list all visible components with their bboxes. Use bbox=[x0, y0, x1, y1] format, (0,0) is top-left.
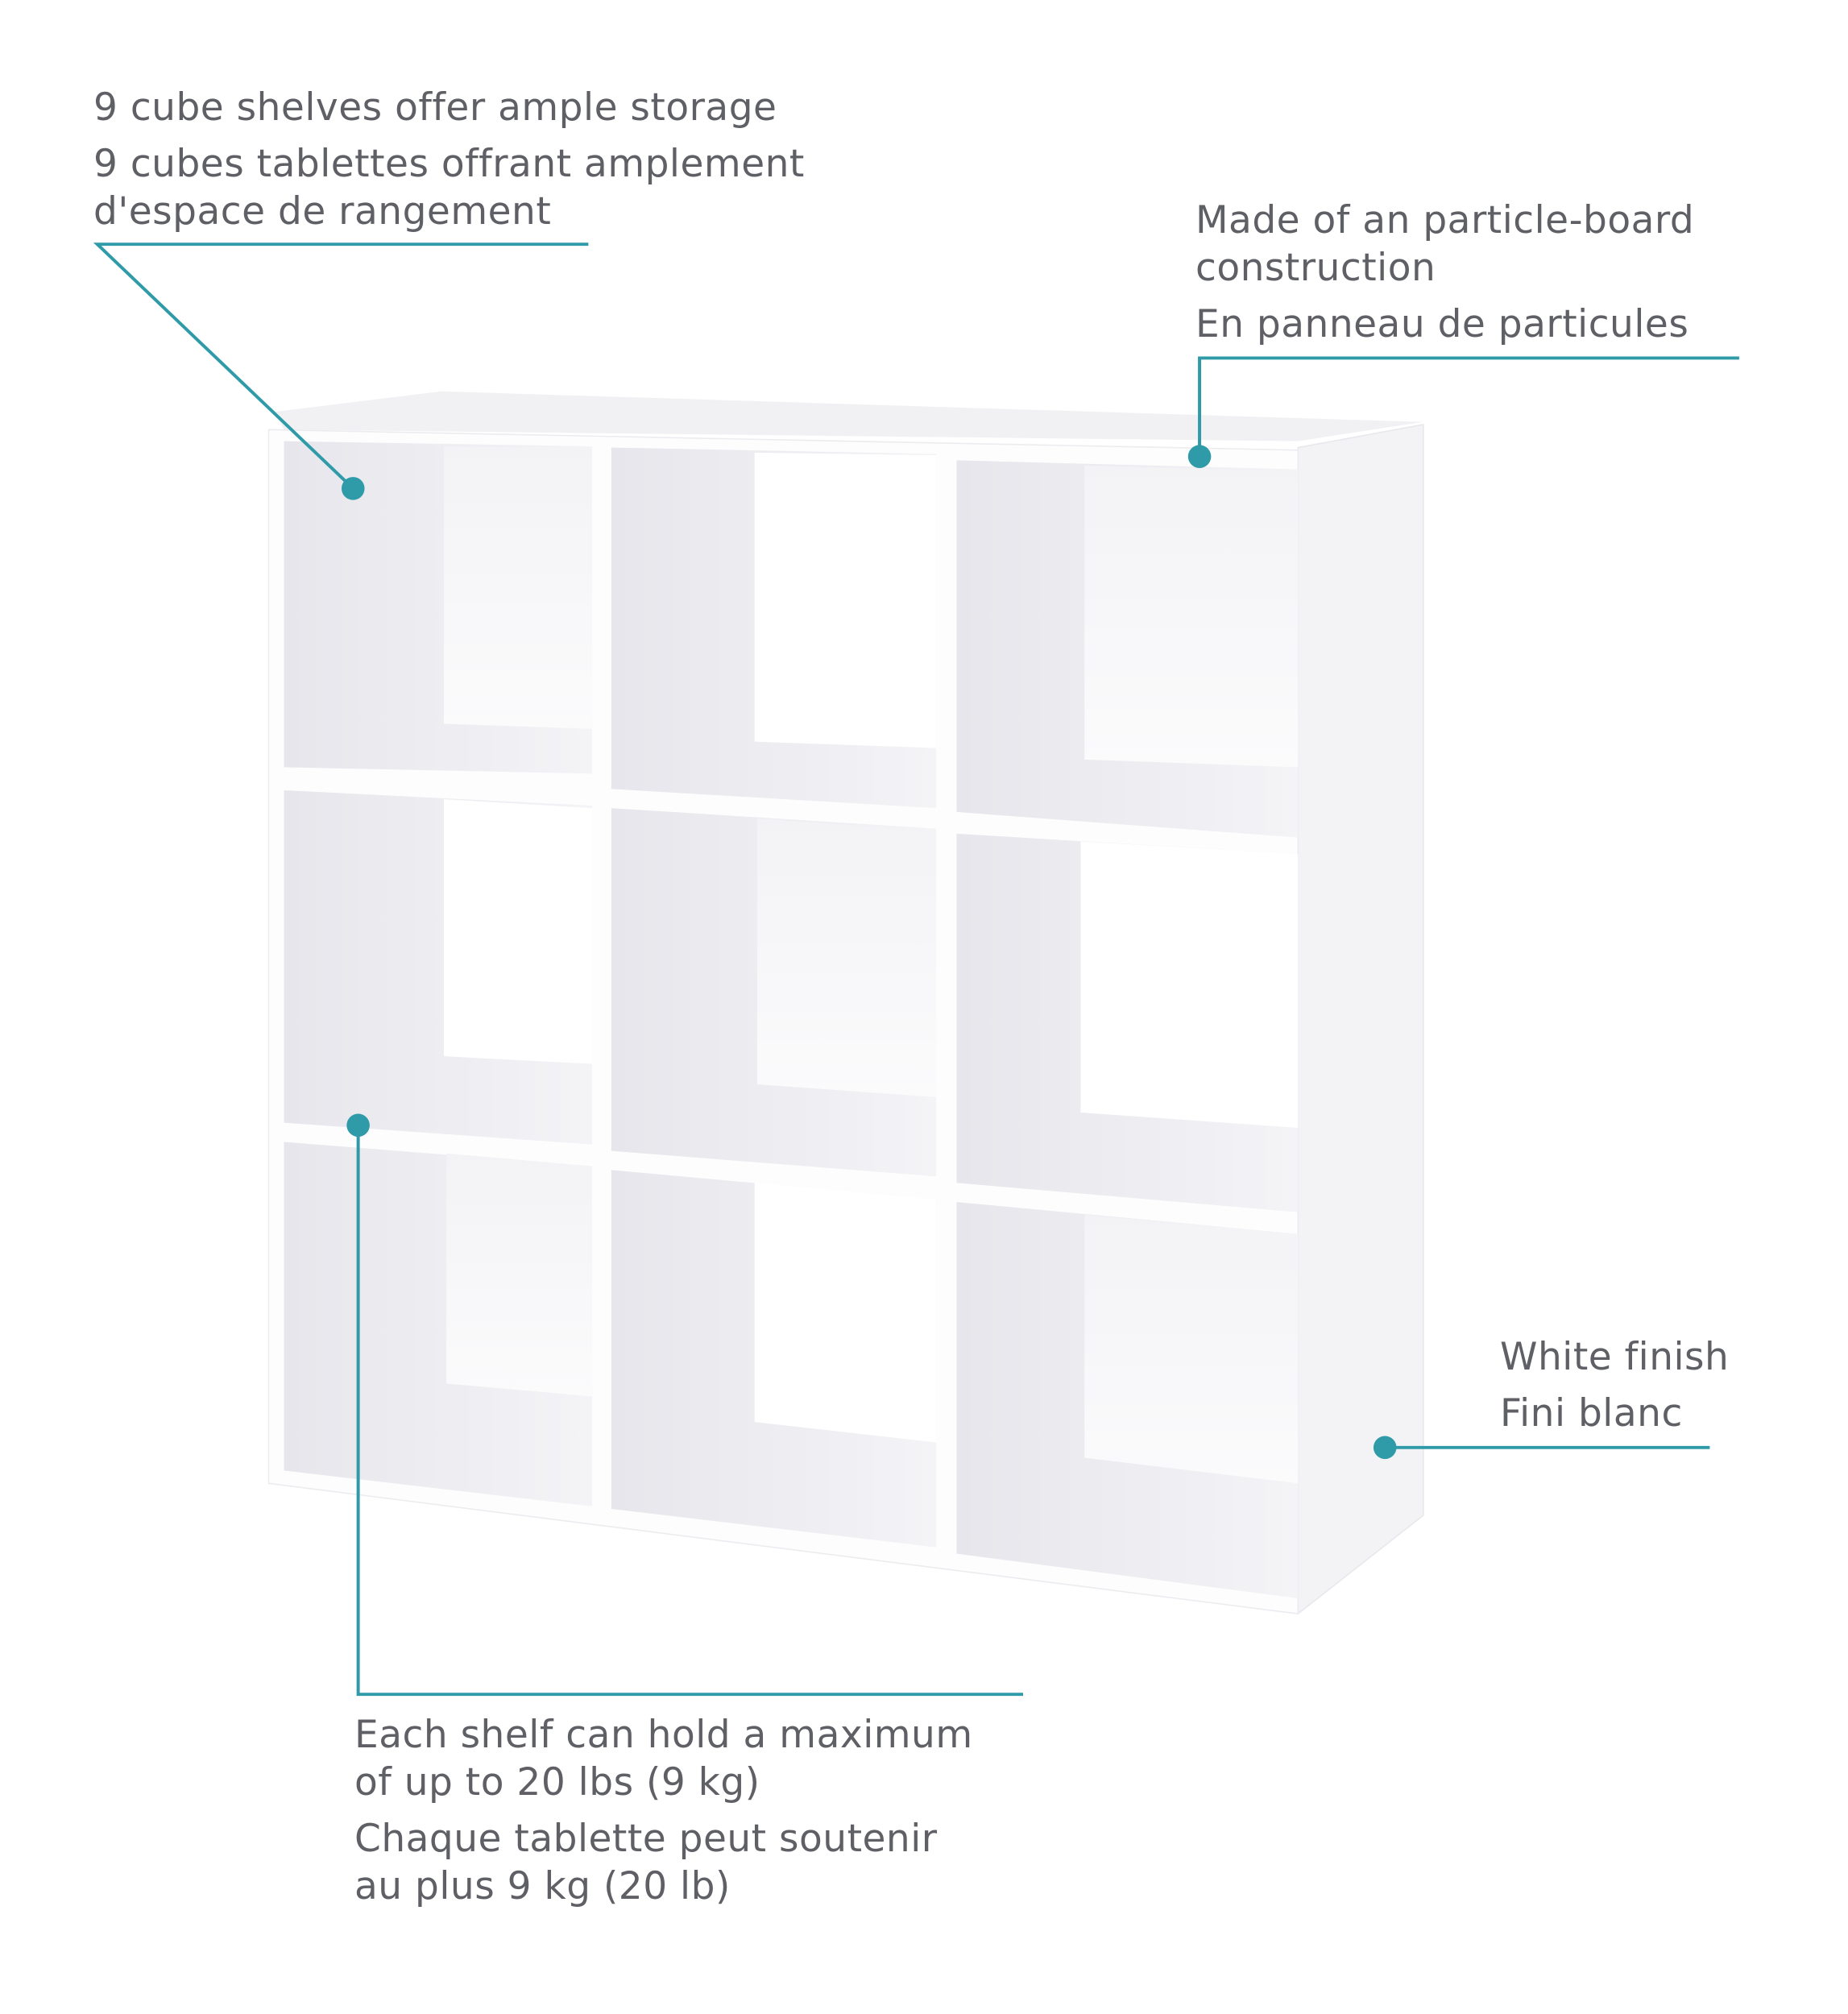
capacity-en-line1: Each shelf can hold a maximum bbox=[354, 1713, 973, 1757]
storage-fr-line2: d'espace de rangement bbox=[93, 189, 552, 234]
callout-capacity: Each shelf can hold a maximum of up to 2… bbox=[354, 1711, 973, 1910]
material-en-line1: Made of an particle-board bbox=[1195, 198, 1695, 242]
finish-en: White finish bbox=[1500, 1335, 1730, 1379]
callout-dot-capacity bbox=[346, 1113, 370, 1138]
callout-dot-material bbox=[1187, 445, 1212, 468]
cube-shelf bbox=[267, 391, 1424, 1615]
storage-en: 9 cube shelves offer ample storage bbox=[93, 85, 777, 130]
finish-fr: Fini blanc bbox=[1500, 1391, 1683, 1436]
capacity-en-line2: of up to 20 lbs (9 kg) bbox=[354, 1760, 760, 1805]
callout-dot-finish bbox=[1373, 1436, 1397, 1460]
capacity-fr-line1: Chaque tablette peut soutenir bbox=[354, 1817, 938, 1861]
callout-dot-storage bbox=[341, 477, 365, 500]
material-en-line2: construction bbox=[1195, 246, 1436, 290]
callout-material: Made of an particle-board construction E… bbox=[1195, 197, 1694, 348]
capacity-fr-line2: au plus 9 kg (20 lb) bbox=[354, 1864, 731, 1908]
callout-line-capacity bbox=[356, 1125, 1024, 1697]
callout-finish: White finish Fini blanc bbox=[1500, 1333, 1729, 1437]
callout-storage: 9 cube shelves offer ample storage 9 cub… bbox=[93, 84, 805, 235]
storage-fr-line1: 9 cubes tablettes offrant amplement bbox=[93, 142, 805, 186]
callout-line-material bbox=[1198, 356, 1739, 457]
material-fr: En panneau de particules bbox=[1195, 302, 1689, 346]
callout-line-storage bbox=[93, 242, 589, 490]
